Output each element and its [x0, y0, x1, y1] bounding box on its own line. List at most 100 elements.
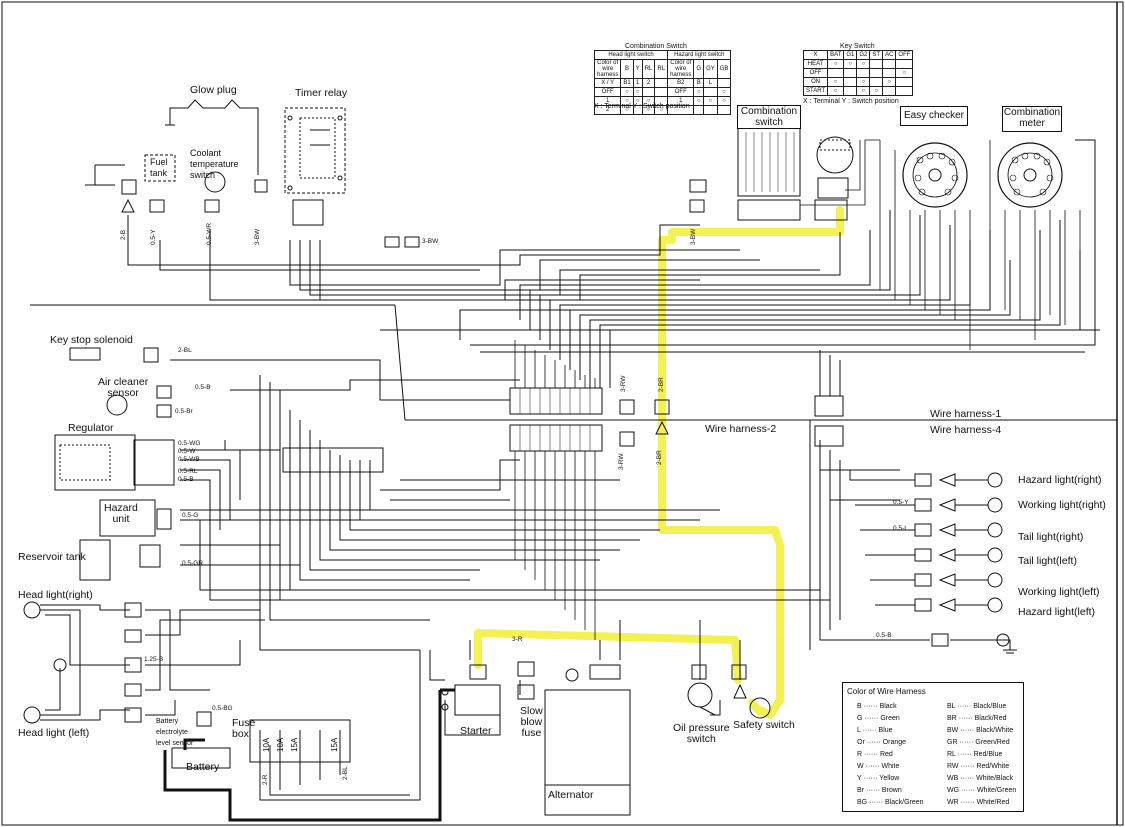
cell: OFF: [667, 87, 695, 97]
divider-lines: [30, 304, 1117, 650]
fuel-tank-connector: [121, 179, 137, 195]
label-fuse-box: Fuse box: [232, 717, 256, 740]
cell: RL: [641, 59, 656, 79]
cell: ST: [869, 50, 884, 60]
label-safety-switch: Safety switch: [733, 719, 795, 731]
cell: GB: [716, 59, 732, 79]
legend-row: RL ······ Red/Blue: [947, 751, 1003, 758]
wire-label: 0.5-W: [178, 448, 196, 455]
legend-row: BG ······ Black/Green: [857, 799, 924, 806]
legend-row: RW ······ Red/White: [947, 763, 1010, 770]
cell: OFF: [593, 87, 622, 97]
cell: 2: [641, 78, 656, 88]
legend-row: L ······ Blue: [857, 727, 893, 734]
combination-switch-title: Combination Switch: [625, 43, 687, 50]
meter-wires: [800, 139, 1081, 350]
label-regulator: Regulator: [68, 422, 114, 434]
terminal-note-1: X : Terminal Y : Switch position: [594, 103, 690, 110]
legend-row: G ······ Green: [857, 715, 900, 722]
label-oil-pressure-switch: Oil pressure switch: [673, 722, 730, 745]
legend-row: R ······ Red: [857, 751, 893, 758]
label-hazard-unit: Hazard unit: [104, 502, 138, 525]
connector-3rw-b: [619, 431, 635, 447]
cell: X: [802, 50, 829, 60]
legend-row: WB ······ White/Black: [947, 775, 1014, 782]
glow-plug: [165, 99, 259, 175]
starter-area: [441, 661, 771, 786]
key-switch-plug: [814, 199, 848, 221]
wire-label: 3-BW: [690, 228, 697, 245]
label-tail-right: Tail light(right): [1018, 531, 1084, 543]
label-tail-left: Tail light(left): [1018, 555, 1077, 567]
cell: G: [693, 59, 705, 79]
legend-row: WR ······ White/Red: [947, 799, 1010, 806]
legend-row: BR ······ Black/Red: [947, 715, 1007, 722]
wire-bundle-mid: [170, 359, 900, 651]
label-wire-harness-1: Wire harness-1: [930, 408, 1002, 420]
legend-title: Color of Wire Harness: [847, 687, 926, 696]
harness-connector-bottom: [509, 424, 603, 452]
label-glow-plug: Glow plug: [190, 84, 237, 96]
wire-label: 2-BR: [656, 450, 663, 465]
key-switch-body: [816, 136, 854, 174]
label-timer-relay: Timer relay: [295, 87, 348, 99]
wire-label: 0.5-BG: [212, 705, 233, 712]
combination-switch-plug: [737, 199, 801, 221]
wire-label: 2-BL: [342, 766, 349, 780]
legend-row: BL ······ Black/Blue: [947, 703, 1007, 710]
wire-color-legend: Color of Wire Harness B ······ Black G ·…: [842, 682, 1024, 812]
cell: BAT: [827, 50, 845, 60]
wire-label: 3-RW: [620, 375, 627, 393]
sender-connector: [149, 199, 165, 213]
head-light-wiring: [40, 604, 265, 721]
cell: OFF: [895, 50, 914, 60]
coolant-switch-symbol: [204, 171, 226, 193]
label-wire-harness-2: Wire harness-2: [705, 423, 777, 435]
label-battery: Battery: [186, 761, 220, 773]
highlight-path: [474, 206, 844, 719]
cell: Y: [632, 59, 643, 79]
connector-2br: [654, 399, 670, 415]
wire-label: 0.5-B: [195, 384, 211, 391]
harness-connector-top: [509, 387, 603, 415]
cell: G1: [843, 50, 858, 60]
wire-label: 0.5-B: [178, 476, 194, 483]
combination-switch-label: Combination switch: [737, 105, 801, 129]
terminal-note-2: X : Terminal Y : Switch position: [803, 98, 899, 105]
label-alternator: Alternator: [548, 789, 594, 801]
label-hazard-left: Hazard light(left): [1018, 606, 1096, 618]
label-head-light-right: Head light(right): [18, 589, 93, 601]
bottom-wires: [259, 620, 741, 816]
cell: B1: [620, 78, 634, 88]
label-hazard-right: Hazard light(right): [1018, 474, 1102, 486]
cell: START: [802, 86, 829, 96]
wire-label: 0.5-Br: [175, 408, 193, 415]
cell: OFF: [802, 68, 829, 78]
fuse-label: 15A: [330, 737, 339, 752]
key-switch-connector: [817, 177, 849, 199]
connector-3bw: [384, 236, 400, 248]
key-switch-terminals: [819, 139, 851, 151]
label-starter: Starter: [460, 725, 492, 737]
cell: ON: [802, 77, 829, 87]
timer-relay-connector: [292, 199, 324, 226]
wh1-connector: [814, 395, 844, 417]
cell: Color of wire harness: [593, 59, 622, 79]
easy-checker-label: Easy checker: [900, 106, 968, 126]
label-wire-harness-4: Wire harness-4: [930, 424, 1002, 436]
wire-label: 0.5-GR: [182, 560, 203, 567]
top-connector: [689, 179, 707, 193]
legend-row: W ······ White: [857, 763, 900, 770]
wire-label: 3-R: [512, 636, 523, 643]
coolant-connector: [204, 199, 220, 213]
head-light-switch-header: Head light switch: [593, 50, 669, 60]
wh4-connector: [814, 425, 844, 447]
wire-label: 3-BW: [422, 238, 439, 245]
glow-plug-connector: [254, 179, 268, 193]
label-key-stop-solenoid: Key stop solenoid: [50, 334, 133, 346]
label-battery-sensor: Battery electrolyte level sensor: [156, 718, 194, 747]
